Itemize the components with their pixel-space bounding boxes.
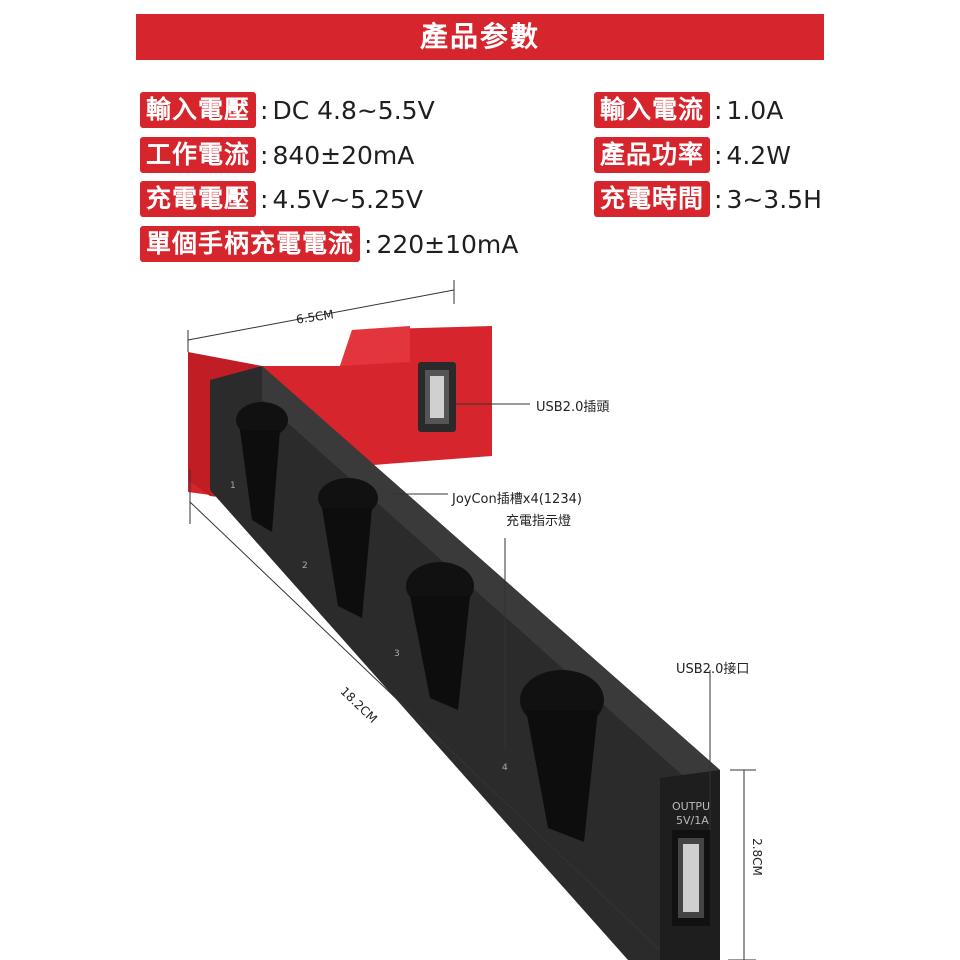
spec-working-current: 工作電流:840±20mA [140,137,414,173]
port-print-line1: OUTPU [672,800,710,813]
spec-single-controller-current: 單個手柄充電電流:220±10mA [140,226,518,262]
usb-plug-label: USB2.0插頭 [536,400,610,415]
slot-number: 1 [230,481,236,491]
spec-value: 3~3.5H [726,184,822,214]
spec-label: 輸入電流 [594,92,711,128]
spec-label: 充電時間 [594,181,711,217]
slot-number: 4 [502,763,508,773]
page-title: 產品参數 [136,14,824,60]
spec-value: 4.2W [726,140,791,170]
spec-value: DC 4.8~5.5V [272,95,435,125]
spec-label: 單個手柄充電電流 [140,226,361,262]
charging-dock-illustration: 1 2 3 4 OUTPU 5V/1A [187,280,756,960]
port-print-line2: 5V/1A [676,814,709,827]
spec-label: 工作電流 [140,137,257,173]
spec-value: 4.5V~5.25V [272,184,424,214]
joycon-slots [236,402,604,842]
usb-port-label: USB2.0接口 [676,662,750,677]
spec-input-voltage: 輸入電壓:DC 4.8~5.5V [140,92,435,128]
spec-value: 840±20mA [272,140,415,170]
slot-number: 2 [302,561,308,571]
spec-value: 1.0A [726,95,784,125]
charge-indicator-label: 充電指示燈 [506,514,572,529]
spec-label: 產品功率 [594,137,711,173]
spec-power: 產品功率:4.2W [594,137,791,173]
height-dimension: 2.8CM [749,838,764,876]
spec-charge-time: 充電時間:3~3.5H [594,181,822,217]
spec-label: 輸入電壓 [140,92,257,128]
spec-charge-voltage: 充電電壓:4.5V~5.25V [140,181,423,217]
spec-value: 220±10mA [376,229,519,259]
spec-input-current: 輸入電流:1.0A [594,92,783,128]
joycon-slots-label: JoyCon插槽x4(1234) [452,492,582,507]
slot-number: 3 [394,649,400,659]
spec-label: 充電電壓 [140,181,257,217]
